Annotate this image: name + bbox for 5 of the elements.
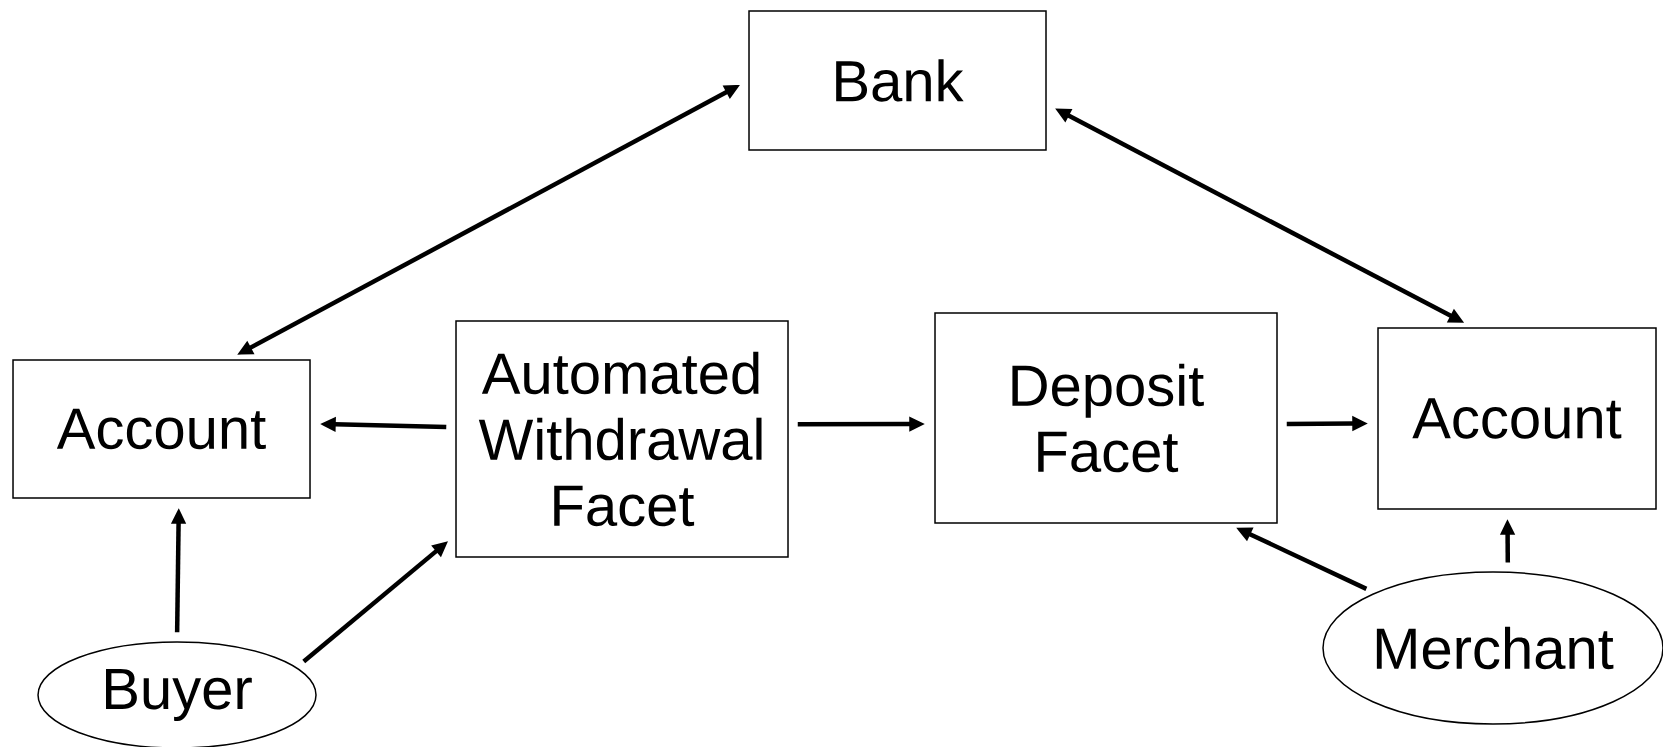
facet-box: Deposit Facet	[934, 312, 1278, 524]
account-box: Account	[12, 359, 311, 499]
account-box: Account	[1377, 327, 1657, 510]
facet-box: Automated Withdrawal Facet	[455, 320, 789, 558]
bank-box: Bank	[748, 10, 1047, 151]
